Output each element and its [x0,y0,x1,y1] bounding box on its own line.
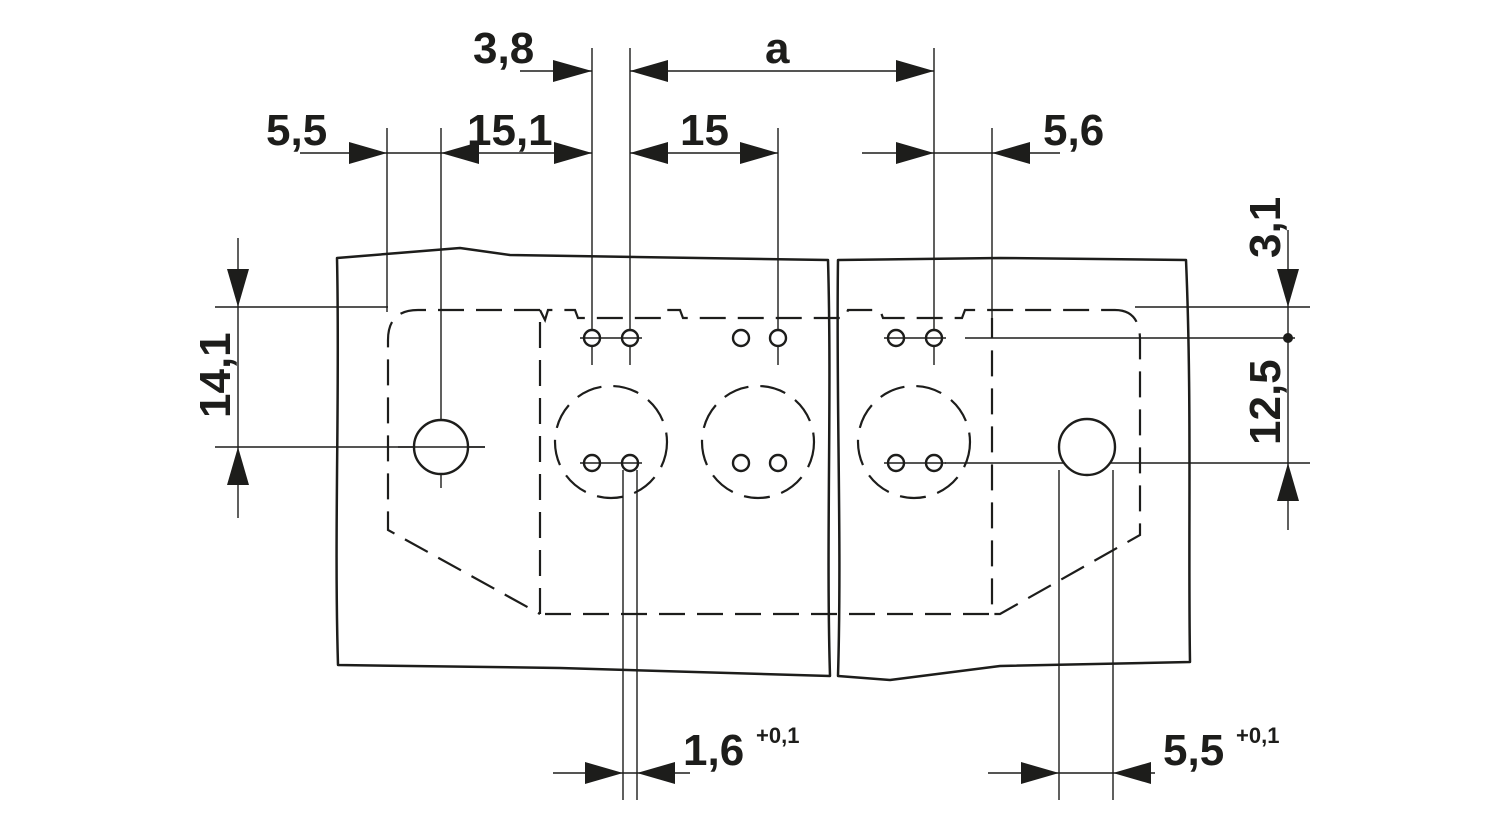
top-profile-hidden [539,308,1115,323]
drill-holes [412,328,1117,477]
dim-label-a: a [765,24,790,73]
dim-label-3-8: 3,8 [473,24,534,73]
component-hidden-outline [386,308,1142,616]
left-housing-hidden [386,308,542,615]
dim-label-15: 15 [680,106,729,155]
board-right-section [836,256,1192,682]
dim-label-14-1: 14,1 [191,332,240,418]
hole-center-marks [398,337,946,464]
dim-label-5-5-bottom-tolerance: +0,1 [1236,723,1279,748]
dim-label-3-1: 3,1 [1241,197,1290,258]
pin-hole [768,453,788,473]
plug-hidden-circle-2 [700,384,816,500]
right-housing-hidden [990,308,1142,616]
dim-label-1-6: 1,6 [683,726,744,775]
fixing-hole-right [1057,417,1117,477]
pin-hole [731,453,751,473]
dim-label-5-5-top: 5,5 [266,106,327,155]
dim-label-1-6-tolerance: +0,1 [756,723,799,748]
board-left-section [335,246,832,678]
dimension-lines [237,70,1289,774]
pin-hole [768,328,788,348]
board-outline [335,246,1192,682]
dimension-arrows [227,60,1299,784]
dim-label-12-5: 12,5 [1241,359,1290,445]
plug-hidden-circle-3 [856,384,972,500]
plug-hidden-circle-1 [553,384,669,500]
pin-hole [731,328,751,348]
dimension-labels: 3,8 a 5,5 15,1 15 5,6 3,1 12,5 14,1 1,6 … [191,24,1290,775]
extension-lines [215,48,1310,800]
dim-label-5-6: 5,6 [1043,106,1104,155]
dim-label-5-5-bottom: 5,5 [1163,726,1224,775]
dim-label-15-1: 15,1 [467,106,553,155]
